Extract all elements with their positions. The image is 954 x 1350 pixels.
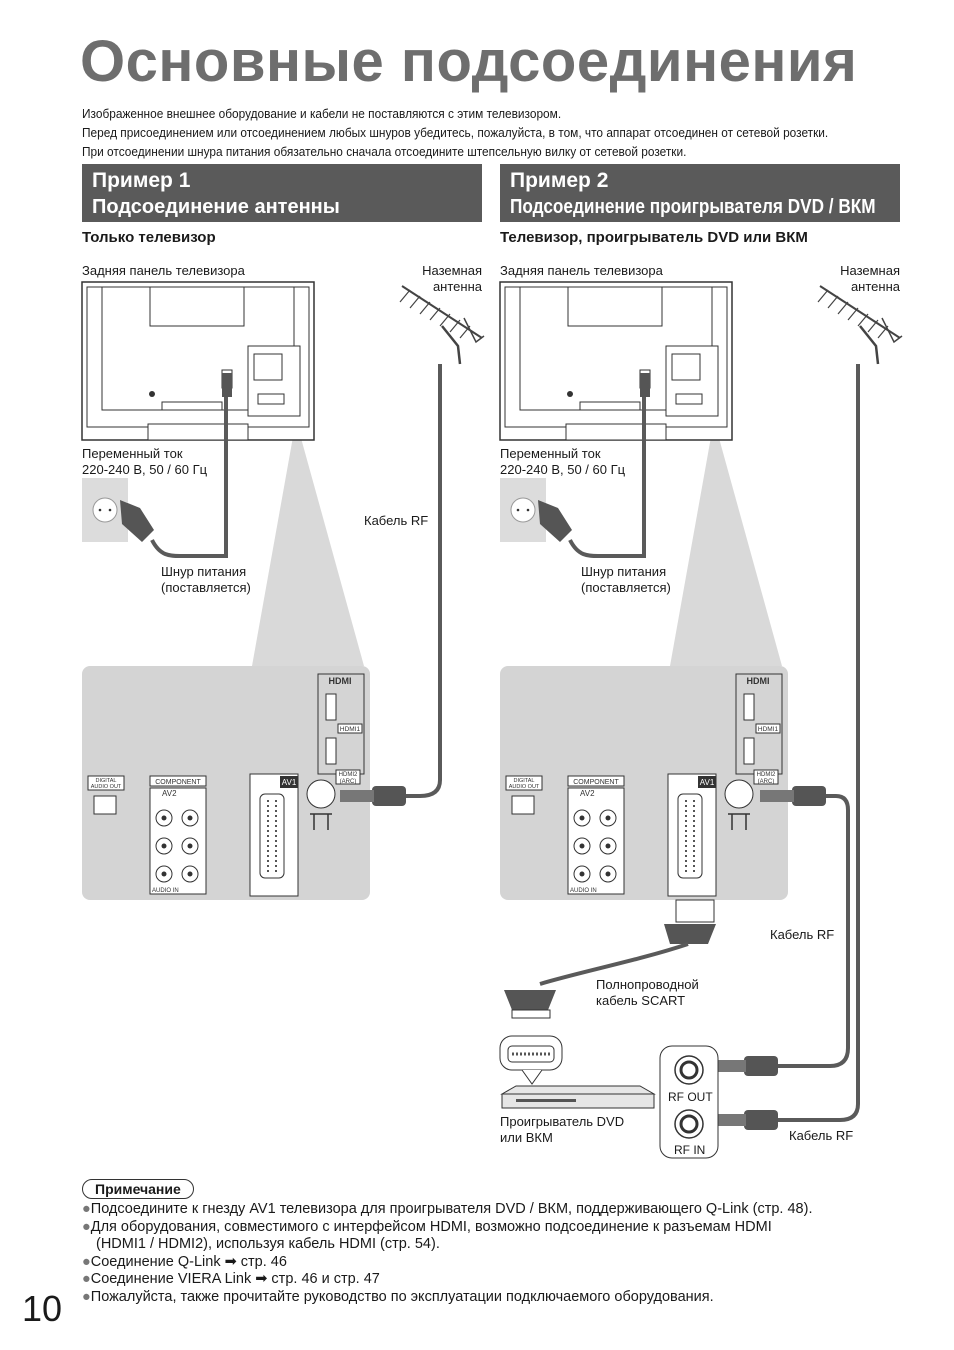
antenna-label-line: Наземная: [422, 263, 482, 278]
note-text: (HDMI1 / HDMI2), используя кабель HDMI (…: [96, 1236, 440, 1252]
dvd-recorder-label: Проигрыватель DVD или ВКМ: [500, 1114, 624, 1146]
ac-label-line: Переменный ток: [82, 446, 183, 461]
note-text: Соединение Q-Link ➡ стр. 46: [90, 1253, 287, 1270]
example1-title: Подсоединение антенны: [92, 196, 340, 218]
example2-number: Пример 2: [510, 169, 609, 192]
page-number: 10: [22, 1288, 63, 1329]
example2-title: Подсоединение проигрывателя DVD / ВКМ: [510, 196, 876, 218]
example1-rf-cable-label: Кабель RF: [364, 513, 429, 528]
rf-in-label: RF IN: [674, 1143, 706, 1157]
example2-power-cord-label: Шнур питания (поставляется): [581, 564, 671, 596]
example2-tv-rear-label: Задняя панель телевизора: [500, 263, 663, 278]
example1-number: Пример 1: [92, 169, 191, 192]
example1-ac-label: Переменный ток 220-240 В, 50 / 60 Гц: [82, 446, 207, 478]
note-text: Соединение VIERA Link ➡ стр. 46 и стр. 4…: [90, 1271, 380, 1287]
rf-out-label: RF OUT: [668, 1090, 713, 1104]
intro-line: Перед присоединением или отсоединением л…: [82, 125, 829, 140]
dvd-label-line: Проигрыватель DVD: [500, 1114, 625, 1129]
example1-header: Пример 1 Подсоединение антенны: [82, 164, 482, 222]
example2-header: Пример 2 Подсоединение проигрывателя DVD…: [500, 164, 900, 222]
example1-antenna-label: Наземная антенна: [400, 263, 482, 295]
antenna-label-line: антенна: [850, 279, 900, 294]
power-cord-label-line: (поставляется): [161, 580, 251, 595]
example1-power-cord-label: Шнур питания (поставляется): [161, 564, 251, 596]
example2-antenna-label: Наземная антенна: [818, 263, 900, 295]
intro-text: Изображенное внешнее оборудование и кабе…: [82, 104, 828, 161]
antenna-label-line: антенна: [432, 279, 482, 294]
dvd-label-line: или ВКМ: [500, 1130, 553, 1145]
example2-rf-cable-top-label: Кабель RF: [770, 927, 835, 942]
note-item: ●Подсоедините к гнезду AV1 телевизора дл…: [82, 1201, 813, 1217]
notes-list: ●Подсоедините к гнезду AV1 телевизора дл…: [82, 1201, 912, 1306]
scart-label-line: Полнопроводной: [596, 977, 699, 992]
power-cord-label-line: Шнур питания: [581, 564, 667, 579]
ac-label-line: Переменный ток: [500, 446, 601, 461]
note-item: ●Пожалуйста, также прочитайте руководств…: [82, 1288, 714, 1305]
note-item: ●Соединение Q-Link ➡ стр. 46: [82, 1253, 287, 1270]
intro-line: При отсоединении шнура питания обязатель…: [82, 144, 687, 159]
example2-ac-label: Переменный ток 220-240 В, 50 / 60 Гц: [500, 446, 625, 478]
note-item-continued: (HDMI1 / HDMI2), используя кабель HDMI (…: [82, 1236, 912, 1254]
power-cord-label-line: Шнур питания: [161, 564, 247, 579]
ac-label-line: 220-240 В, 50 / 60 Гц: [82, 462, 208, 477]
note-item: ●Соединение VIERA Link ➡ стр. 46 и стр. …: [82, 1271, 380, 1287]
note-text: Подсоедините к гнезду AV1 телевизора для…: [90, 1201, 813, 1217]
example2-subtitle: Телевизор, проигрыватель DVD или ВКМ: [500, 229, 808, 246]
note-item: ●Для оборудования, совместимого с интерф…: [82, 1218, 772, 1235]
page-title: Основные подсоединения: [80, 29, 858, 94]
example2-scart-label: Полнопроводной кабель SCART: [596, 977, 699, 1009]
note-text: Пожалуйста, также прочитайте руководство…: [90, 1288, 714, 1305]
example1-subtitle: Только телевизор: [82, 229, 216, 246]
antenna-label-line: Наземная: [840, 263, 900, 278]
scart-label-line: кабель SCART: [596, 993, 686, 1008]
ac-label-line: 220-240 В, 50 / 60 Гц: [500, 462, 626, 477]
example1-tv-rear-label: Задняя панель телевизора: [82, 263, 245, 278]
note-text: Для оборудования, совместимого с интерфе…: [90, 1218, 772, 1235]
intro-line: Изображенное внешнее оборудование и кабе…: [82, 106, 562, 121]
note-label: Примечание: [82, 1179, 194, 1199]
example2-rf-cable-bottom-label: Кабель RF: [789, 1128, 854, 1143]
power-cord-label-line: (поставляется): [581, 580, 671, 595]
